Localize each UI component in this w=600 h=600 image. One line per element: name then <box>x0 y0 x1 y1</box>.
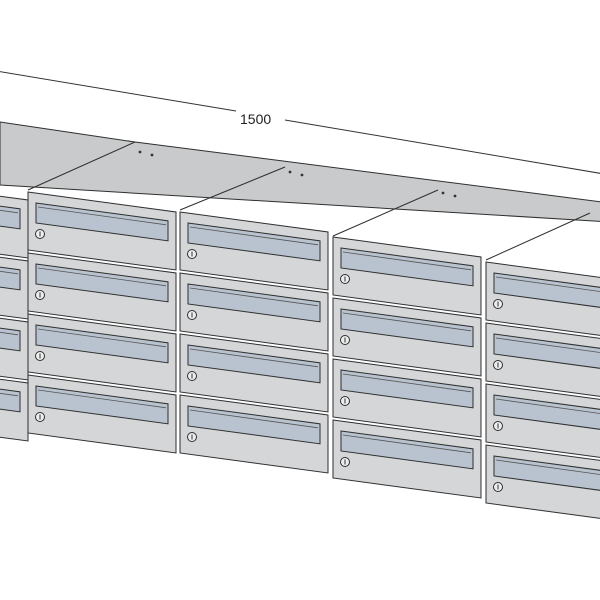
mailbox-unit <box>27 374 177 454</box>
slot-flap-line <box>189 226 319 246</box>
screw-dot <box>138 150 142 154</box>
mail-slot <box>493 333 600 369</box>
dimension-annotation: 1500 <box>0 71 600 174</box>
mailbox-unit <box>179 211 329 291</box>
slot-flap-line <box>342 312 472 332</box>
top-panel-seam <box>332 189 439 237</box>
slot-flap-line <box>189 287 319 307</box>
mail-slot <box>187 344 321 384</box>
mail-slot <box>35 324 169 364</box>
mail-slot <box>340 369 474 409</box>
mail-slot <box>493 272 600 308</box>
mailbox-unit <box>179 272 329 352</box>
mail-slot <box>187 222 321 262</box>
mail-slot <box>35 263 169 303</box>
mailbox-unit <box>485 444 600 519</box>
mail-slot <box>35 385 169 425</box>
dimension-label: 1500 <box>240 111 271 127</box>
mail-slot <box>0 388 21 413</box>
mail-slot <box>493 455 600 491</box>
slot-flap-line <box>342 251 472 271</box>
slot-flap-line <box>342 373 472 393</box>
mailbox-unit <box>0 378 29 442</box>
mailbox-unit <box>27 191 177 271</box>
slot-flap-line <box>495 459 600 475</box>
mail-slot <box>187 283 321 323</box>
slot-flap-line <box>189 348 319 368</box>
mailbox-unit <box>332 419 482 499</box>
mailbox-unit <box>179 394 329 474</box>
screw-dot <box>150 153 154 157</box>
dimension-line-left <box>0 71 237 112</box>
mailbox-unit <box>27 313 177 393</box>
mailbox-unit <box>332 358 482 438</box>
mailbox-unit <box>332 236 482 316</box>
screw-dot <box>288 170 292 174</box>
mailbox-unit <box>332 297 482 377</box>
slot-flap-line <box>495 398 600 414</box>
mail-slot <box>187 405 321 445</box>
top-panel-seam <box>27 141 136 191</box>
mailbox-grid <box>0 141 600 519</box>
mail-slot <box>340 430 474 470</box>
mailbox-unit <box>485 261 600 336</box>
screw-dot <box>300 173 304 177</box>
mailbox-unit <box>179 333 329 413</box>
screw-dot <box>453 194 457 198</box>
mail-slot <box>35 202 169 242</box>
mail-slot <box>340 308 474 348</box>
mail-slot <box>493 394 600 430</box>
mail-slot <box>0 205 21 230</box>
top-panel-seam <box>485 212 591 261</box>
mailbox-unit <box>27 252 177 332</box>
slot-flap-line <box>37 389 167 409</box>
top-panel-seam <box>179 166 286 211</box>
screw-dot <box>441 191 445 195</box>
cabinet-top <box>0 121 600 222</box>
slot-flap-line <box>37 267 167 287</box>
slot-flap-line <box>37 206 167 226</box>
mail-slot <box>340 247 474 287</box>
dimension-line-right <box>284 119 600 174</box>
mailbox-unit <box>0 195 29 259</box>
slot-flap-line <box>495 276 600 292</box>
mailbox-unit <box>485 322 600 397</box>
slot-flap-line <box>495 337 600 353</box>
slot-flap-line <box>37 328 167 348</box>
mailbox-unit <box>485 383 600 458</box>
mail-slot <box>0 266 21 291</box>
slot-flap-line <box>189 409 319 429</box>
mail-slot <box>0 327 21 352</box>
slot-flap-line <box>342 434 472 454</box>
